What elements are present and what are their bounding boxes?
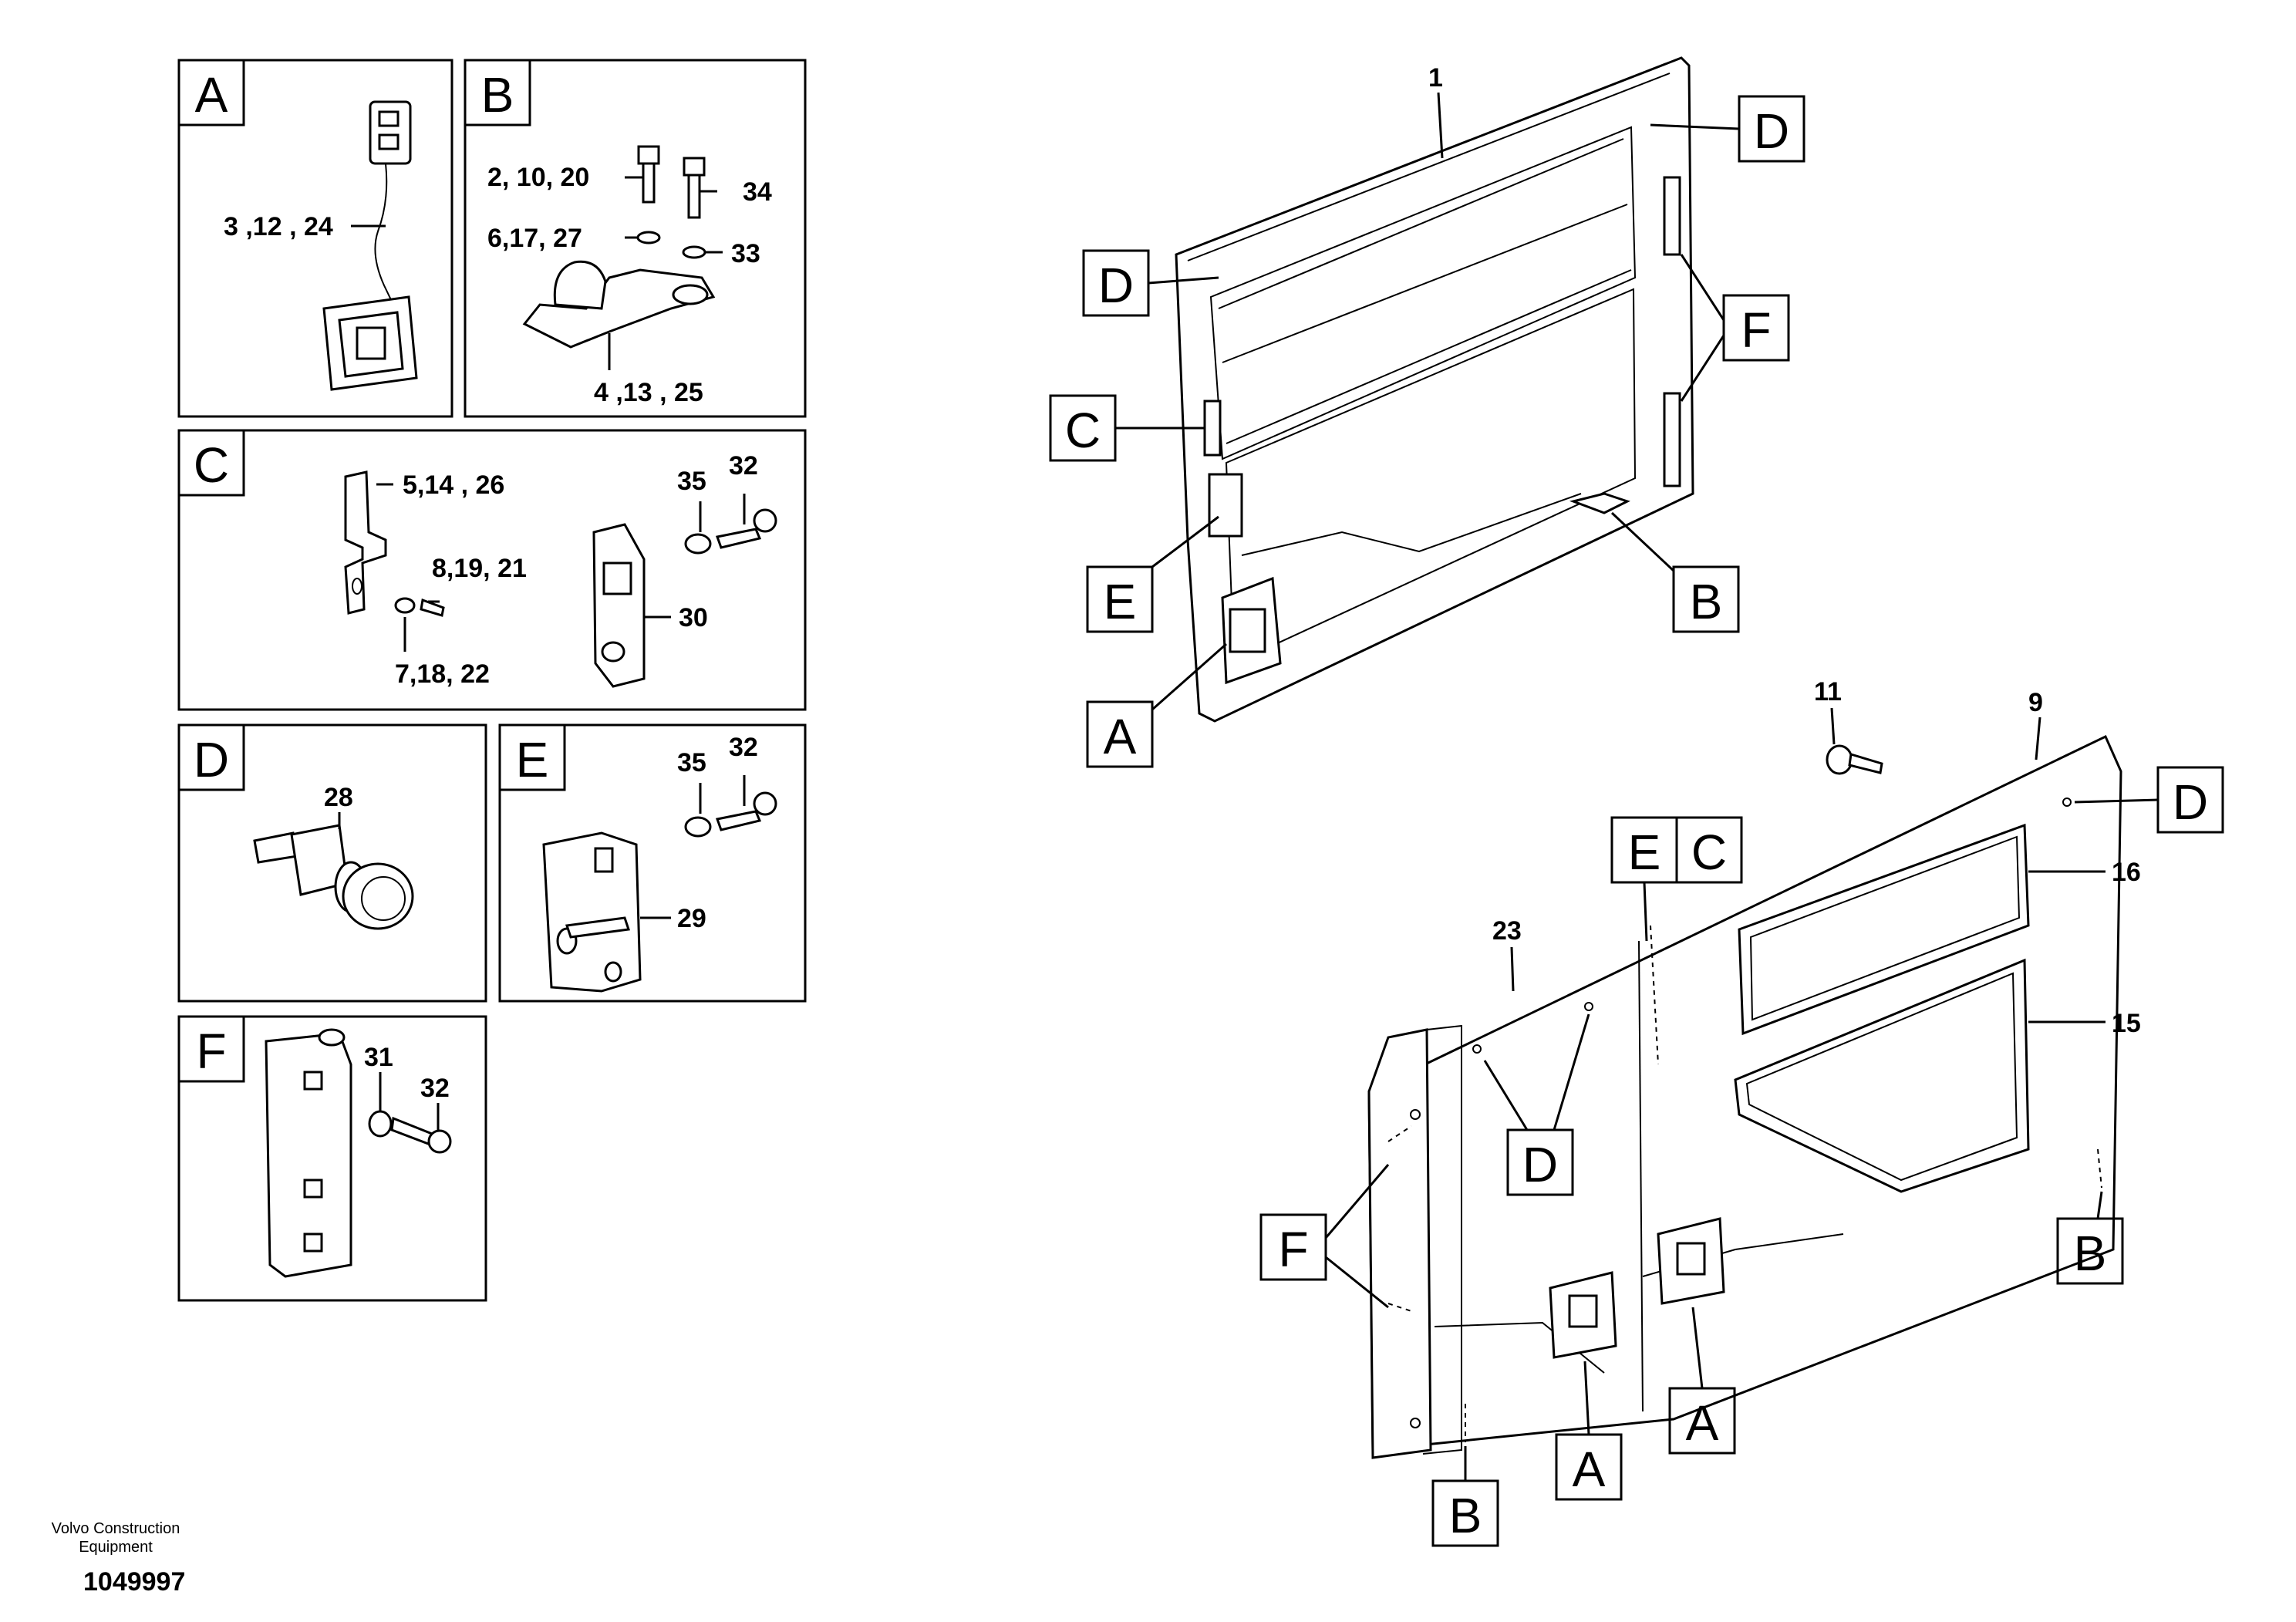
part-number-15: 15: [2112, 1009, 2141, 1038]
part-number-f-1: 31: [364, 1043, 393, 1072]
part-number-c-4: 35: [677, 467, 706, 496]
detail-c-letter: C: [194, 437, 229, 493]
callout-c-lower: C: [1691, 824, 1727, 880]
detail-e-letter: E: [516, 732, 549, 787]
part-number-9: 9: [2028, 688, 2043, 717]
part-number-e-2: 32: [729, 733, 758, 762]
callout-d-upper-right: D: [1754, 103, 1789, 159]
part-number-11: 11: [1814, 677, 1842, 706]
buffer-part: [253, 824, 414, 930]
callout-c-upper: C: [1065, 403, 1101, 458]
part-number-b-2: 6,17, 27: [487, 224, 582, 253]
callout-d-lower-center: D: [1522, 1137, 1558, 1192]
callout-a-lower-left: A: [1573, 1442, 1606, 1497]
part-number-b-3: 34: [743, 177, 772, 207]
lower-callouts: 11 9 D E C 16 15 23 D F B B A: [1259, 677, 2224, 1547]
detail-d: D 28: [177, 723, 487, 1003]
detail-b: B 2, 10, 20 6,17, 27 34 33 4 ,13 , 25: [464, 59, 807, 418]
detail-d-letter: D: [194, 732, 229, 787]
part-number-c-2: 8,19, 21: [432, 554, 527, 583]
detail-e: E 35 32 29: [498, 723, 807, 1003]
callout-e-lower: E: [1628, 824, 1661, 880]
detail-b-letter: B: [481, 67, 514, 123]
hinge-part: [265, 1028, 452, 1278]
part-number-d-1: 28: [324, 783, 353, 812]
part-number-b-5: 4 ,13 , 25: [594, 378, 703, 407]
callout-a-upper: A: [1104, 709, 1137, 764]
latch-assembly: [522, 145, 716, 349]
detail-c: C 5,14 , 26 8,19, 21 7,18, 22 35 32 30: [177, 429, 807, 711]
part-number-e-3: 29: [677, 904, 706, 933]
part-number-c-3: 7,18, 22: [395, 659, 490, 689]
callout-d-upper-left: D: [1098, 258, 1134, 313]
footer: Volvo Construction Equipment 1049997: [52, 1520, 186, 1597]
door-frame-view: [1175, 56, 1694, 723]
part-number-b-4: 33: [731, 239, 760, 268]
callout-f-upper: F: [1741, 302, 1771, 358]
company-line-1: Volvo Construction: [52, 1520, 180, 1537]
part-number-b-1: 2, 10, 20: [487, 163, 589, 192]
detail-a: A 3 ,12 , 24: [177, 59, 453, 418]
latch-part: [322, 100, 418, 391]
callout-d-lower-right: D: [2173, 774, 2208, 830]
callout-b-lower-left: B: [1449, 1488, 1482, 1543]
detail-a-letter: A: [195, 67, 228, 123]
upper-callouts: 1 D D F C E B A: [1049, 63, 1805, 768]
part-number-c-5: 32: [729, 451, 758, 481]
side-panel-view: [1367, 734, 2122, 1459]
bracket-part: [344, 470, 445, 617]
part-number-f-2: 32: [420, 1074, 450, 1103]
part-number-c-6: 30: [679, 603, 708, 632]
callout-b-lower-right: B: [2074, 1226, 2107, 1281]
striker-plate-part: [542, 791, 777, 993]
callout-f-lower: F: [1278, 1222, 1308, 1277]
detail-f-letter: F: [196, 1023, 226, 1079]
callout-a-lower-right: A: [1686, 1395, 1719, 1451]
part-number-a-1: 3 ,12 , 24: [224, 212, 333, 241]
striker-part: [592, 508, 777, 688]
callout-e-upper: E: [1104, 574, 1137, 629]
part-number-1: 1: [1428, 63, 1443, 93]
part-number-e-1: 35: [677, 748, 706, 777]
callout-b-upper: B: [1690, 574, 1723, 629]
company-line-2: Equipment: [79, 1539, 153, 1556]
drawing-number: 1049997: [83, 1567, 185, 1597]
part-number-16: 16: [2112, 858, 2141, 887]
part-number-23: 23: [1492, 916, 1522, 946]
part-number-c-1: 5,14 , 26: [403, 470, 504, 500]
detail-f: F 31 32: [177, 1015, 487, 1302]
